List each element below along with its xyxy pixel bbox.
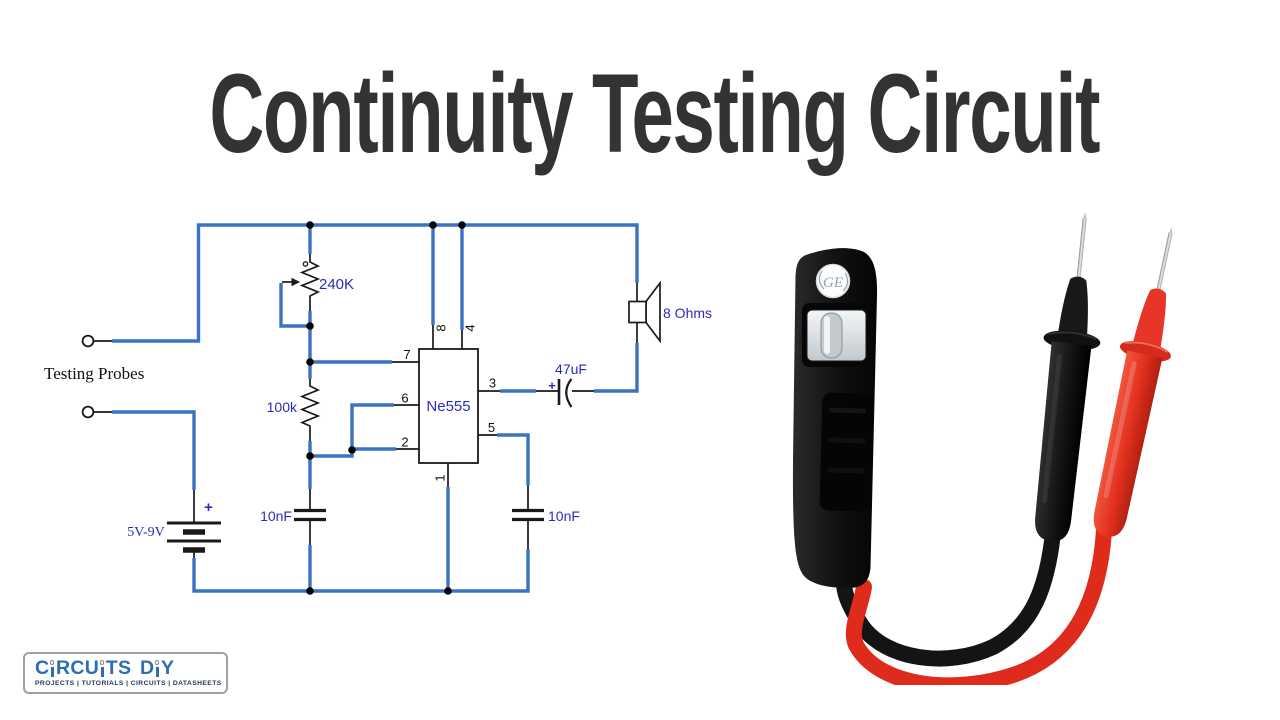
ge-logo-text: GE <box>823 275 843 291</box>
cap-right-value-label: 10nF <box>548 508 580 524</box>
cap-output-value-label: 47uF <box>555 361 587 377</box>
pot-value-label: 240K <box>319 276 354 293</box>
cap-left-value-label: 10nF <box>260 508 292 524</box>
brand-segment: Y <box>161 656 175 679</box>
wire-segment <box>350 403 394 449</box>
pin-5-label: 5 <box>488 420 495 435</box>
wire-segment <box>594 343 639 393</box>
pin-6-label: 6 <box>401 391 408 406</box>
red-probe-needle <box>1155 232 1173 296</box>
wire-segment <box>497 433 530 485</box>
speaker-value-label: 8 Ohms <box>663 305 712 321</box>
title-bar: Continuity Testing Circuit <box>0 58 1280 170</box>
battery-plus: + <box>204 499 213 516</box>
resistor-value-label: 100k <box>267 399 298 415</box>
pin-3-label: 3 <box>489 376 496 391</box>
brand-segment: TS D <box>105 656 155 679</box>
pin-8-label: 8 <box>434 324 449 331</box>
pin-2-label: 2 <box>401 435 408 450</box>
capacitor-10nf-left <box>294 508 326 522</box>
black-test-lead-wire <box>836 525 1061 667</box>
circuits-diy-logo: CIRCUITS DIY PROJECTS | TUTORIALS | CIRC… <box>23 652 228 694</box>
capacitor-47uf <box>557 378 573 408</box>
battery-value-label: 5V-9V <box>127 525 165 540</box>
capacitor-10nf-right <box>512 508 544 522</box>
brand-segment: RCU <box>56 656 100 679</box>
wire-segment <box>112 223 639 343</box>
wire-segment <box>192 549 530 593</box>
pin-1-label: 1 <box>433 474 448 481</box>
indicator-lamp-window <box>802 303 872 367</box>
wire-segment <box>279 283 308 328</box>
ge-logo: GE <box>815 263 851 299</box>
probe-terminal-2 <box>81 405 95 419</box>
testing-probes-label: Testing Probes <box>44 364 144 383</box>
battery-symbol <box>167 521 221 553</box>
probe-terminal-1 <box>81 334 95 348</box>
black-probe-needle <box>1075 217 1087 284</box>
pin-7-label: 7 <box>403 347 410 362</box>
brand-segment: C <box>35 656 50 679</box>
pin-i-icon: I <box>99 659 106 679</box>
page-title: Continuity Testing Circuit <box>209 51 1100 176</box>
body-label-patch <box>819 392 874 512</box>
potentiometer-240k <box>291 254 321 311</box>
resistor-100k <box>299 379 321 441</box>
brand-name: CIRCUITS DIY <box>35 656 222 679</box>
tester-body: GE <box>792 248 878 589</box>
speaker-symbol <box>628 280 661 344</box>
cap-output-plus: + <box>548 378 556 393</box>
logo-tagline: PROJECTS | TUTORIALS | CIRCUITS | DATASH… <box>35 680 222 688</box>
pin-4-label: 4 <box>463 324 478 331</box>
wiper-arrow-icon <box>291 277 300 287</box>
junction-dots <box>306 221 466 595</box>
wire-segment <box>112 410 196 490</box>
circuit-wires <box>112 223 639 593</box>
pin-i-icon: I <box>49 659 56 679</box>
component-leads <box>93 281 638 558</box>
logo-text-block: CIRCUITS DIY PROJECTS | TUTORIALS | CIRC… <box>35 656 222 688</box>
ic-name-label: Ne555 <box>426 398 470 415</box>
red-test-lead-wire <box>845 522 1112 685</box>
circuit-diagram: Testing Probes 240K 100k 10nF 10nF 47uF … <box>44 221 712 595</box>
black-probe <box>1035 212 1101 542</box>
pin-i-icon: I <box>154 659 161 679</box>
red-probe <box>1093 227 1173 537</box>
ic-ne555-body <box>418 348 479 464</box>
continuity-tester-photo: GE <box>792 212 1173 685</box>
